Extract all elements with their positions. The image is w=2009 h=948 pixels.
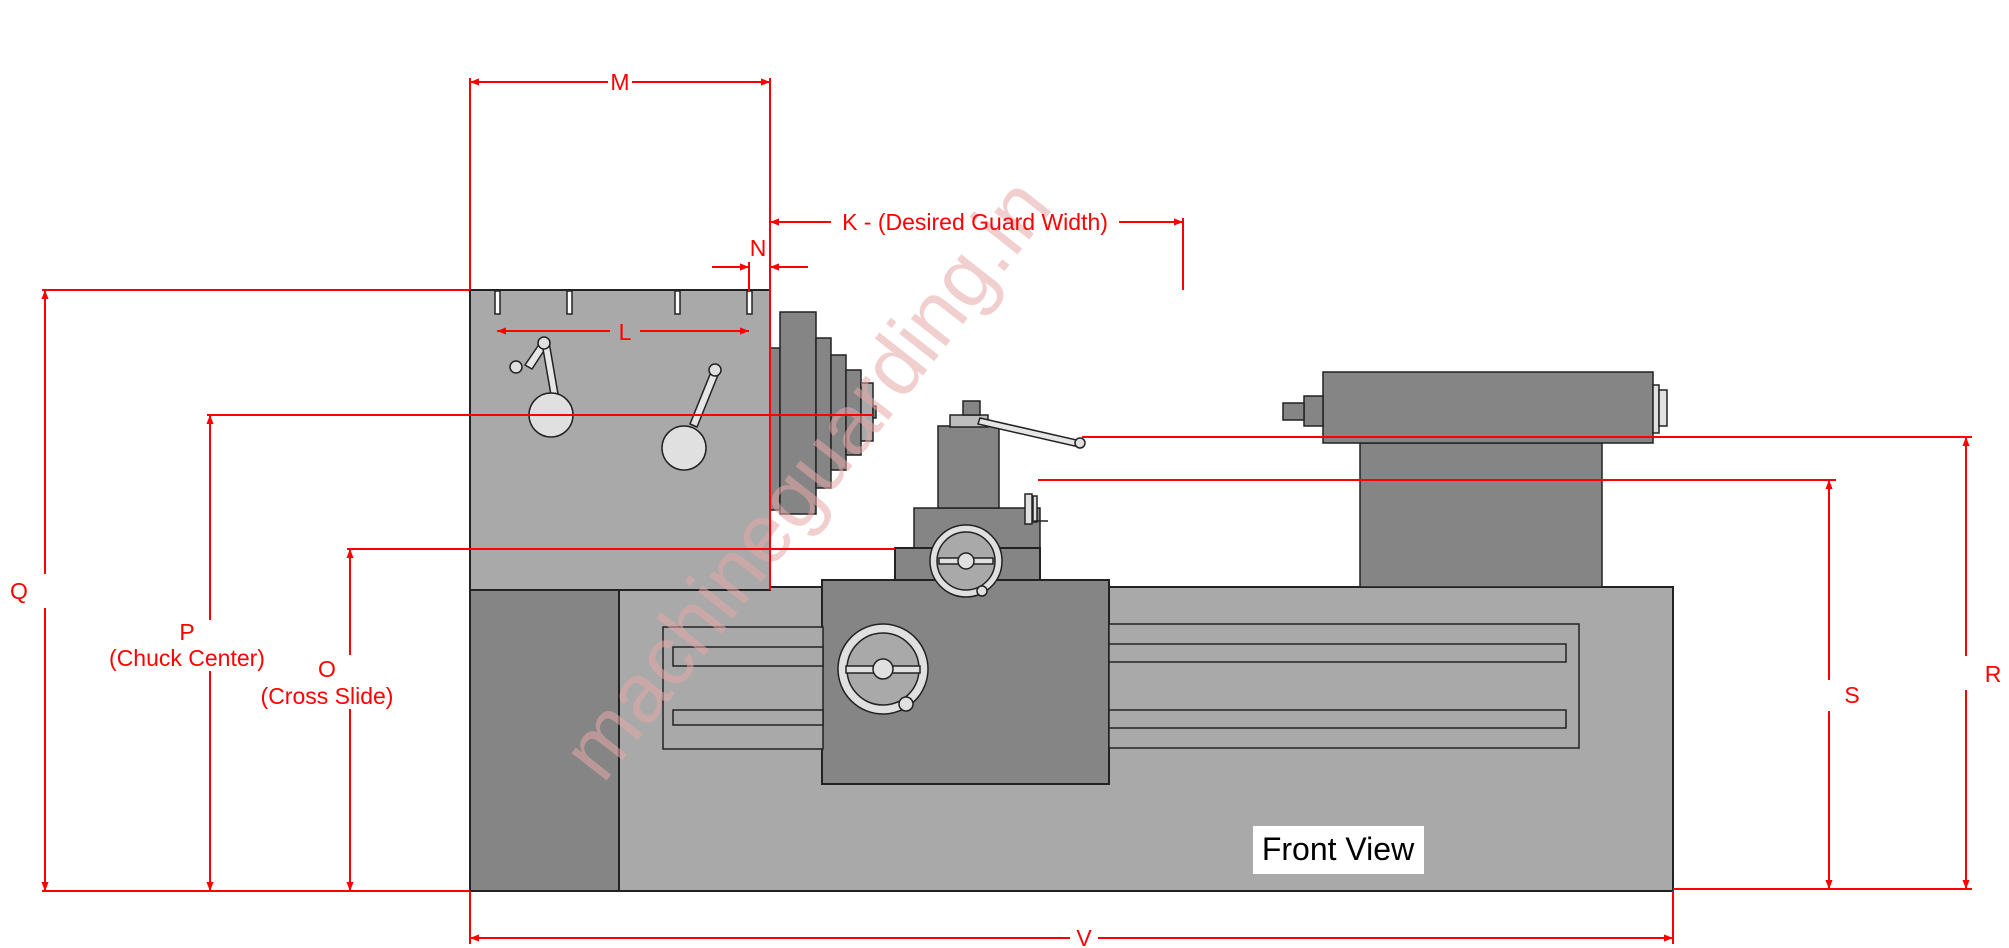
- left-cabinet: [469, 589, 620, 892]
- lead-screw-housing: [662, 623, 1580, 750]
- dimension-o-note: (Cross Slide): [261, 683, 394, 709]
- chuck: [769, 311, 877, 515]
- carriage-handwheel: [837, 623, 929, 715]
- dimension-o-label: O: [318, 656, 336, 682]
- dimension-s-label: S: [1844, 682, 1859, 708]
- dimension-n-label: N: [750, 235, 767, 261]
- headstock-levers: [509, 336, 722, 471]
- dimension-p-label: P: [179, 619, 194, 645]
- headstock-slots: [494, 290, 753, 315]
- tailstock: [1282, 371, 1674, 588]
- dimension-r-label: R: [1985, 661, 2002, 687]
- cross-slide-handwheel: [929, 524, 1003, 598]
- dimension-lines: [41, 78, 1972, 944]
- dimension-k-label: K - (Desired Guard Width): [842, 209, 1108, 235]
- dimension-m-label: M: [610, 69, 629, 95]
- dimension-p-note: (Chuck Center): [109, 645, 265, 671]
- tool-post: [913, 400, 1086, 549]
- dimension-q-label: Q: [10, 578, 28, 604]
- dimension-v-label: V: [1076, 925, 1092, 948]
- view-label-box: [1253, 826, 1424, 874]
- dimension-l-label: L: [619, 319, 632, 345]
- view-label: Front View: [1262, 831, 1415, 867]
- headstock: [469, 289, 771, 591]
